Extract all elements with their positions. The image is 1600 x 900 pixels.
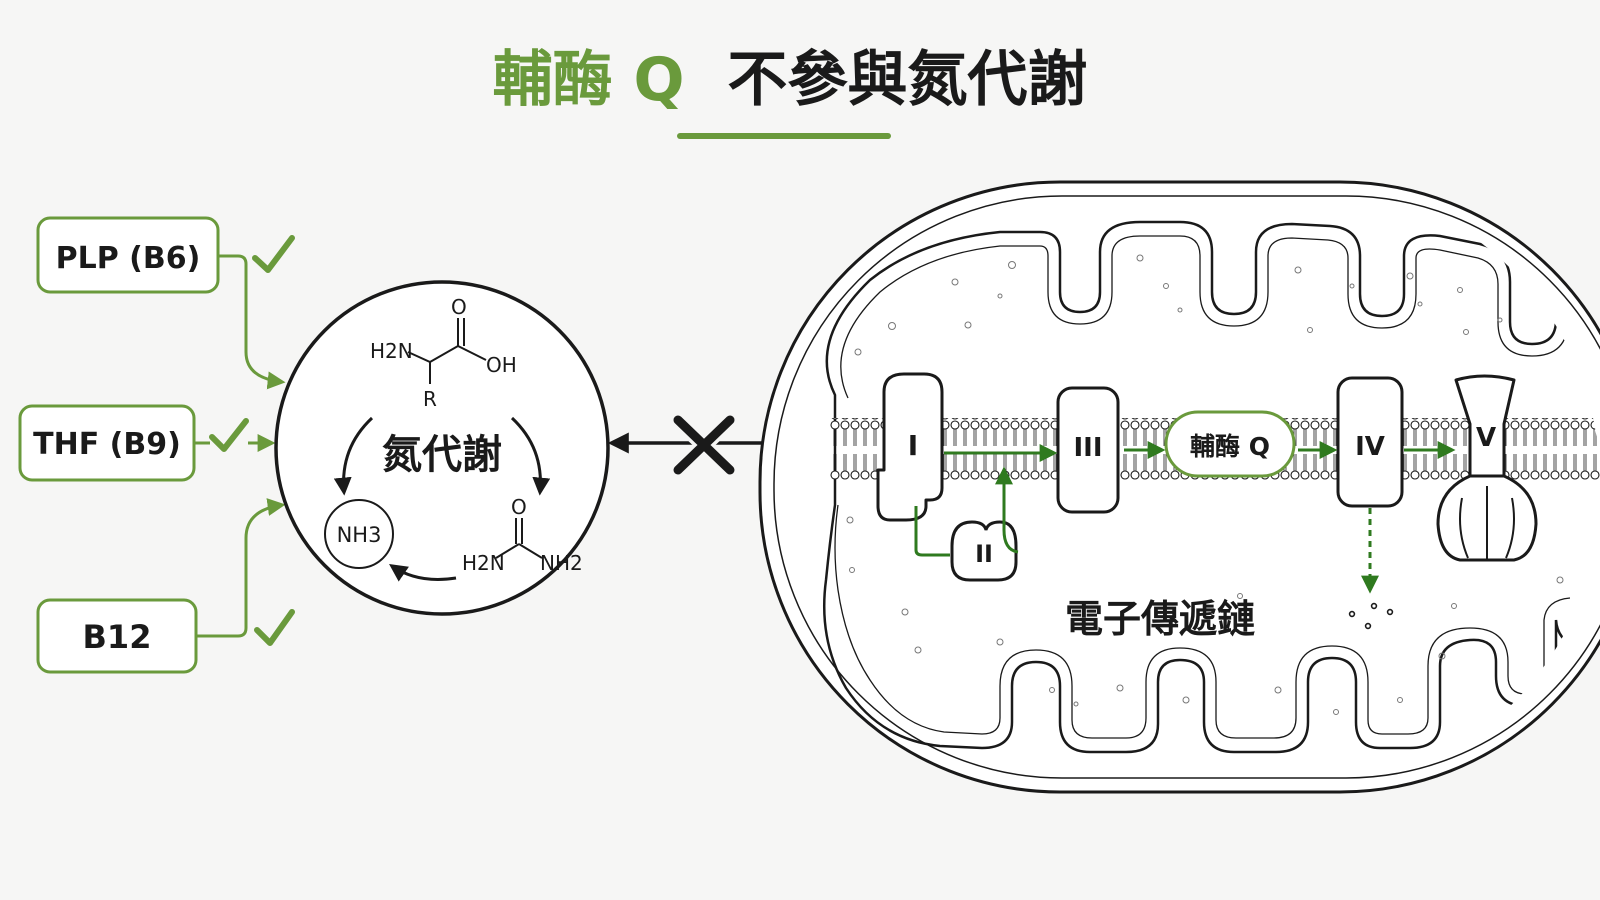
cofactor-label: B12 — [83, 618, 152, 656]
inner-membrane-inner-line — [840, 235, 1569, 399]
etc-label: 電子傳遞鏈 — [1065, 597, 1255, 641]
complex-label: I — [908, 429, 918, 462]
outer-membrane — [758, 180, 1600, 794]
reaction-dots — [1348, 602, 1394, 630]
title-rest: 不參與氮代謝 — [727, 45, 1087, 115]
cofactor-label: PLP (B6) — [56, 241, 201, 276]
amino-acid-structure: H2N O OH R — [370, 295, 517, 411]
check-icon — [209, 418, 249, 452]
mitochondrion: I II III 輔酶 Q IV V — [758, 180, 1600, 794]
complex-label: II — [975, 540, 993, 568]
cycle-label: 氮代謝 — [382, 432, 502, 478]
ammonia-circle — [324, 499, 394, 569]
complex-v-atp-synthase: V — [1436, 374, 1538, 562]
complex-label: III — [1073, 433, 1102, 463]
check-icon — [252, 235, 295, 273]
complex-ii: II — [950, 520, 1018, 582]
urea-right-amine-label: NH2 — [540, 551, 583, 575]
urea-structure: O H2N NH2 — [462, 495, 583, 575]
cofactor-label: THF (B9) — [33, 427, 181, 462]
complex-iii: III — [1056, 386, 1120, 514]
cycle-arrow-bottom — [389, 563, 457, 582]
coq-label: 輔酶 Q — [1190, 432, 1270, 461]
cycle-arrow-left — [333, 416, 374, 496]
urea-carbonyl-label: O — [511, 495, 527, 519]
cofactor-thf: THF (B9) — [18, 404, 272, 482]
cofactor-connector — [196, 498, 286, 638]
complex-i: I — [876, 372, 944, 522]
electron-flow — [914, 441, 1456, 594]
outer-membrane-inner-line — [773, 195, 1600, 779]
coenzyme-q: 輔酶 Q — [1164, 410, 1296, 478]
title-highlight: 輔酶 Q — [493, 45, 685, 115]
nitrogen-metabolism-cycle: H2N O OH R 氮代謝 NH3 O H2N NH2 — [274, 280, 610, 616]
amine-label: H2N — [370, 339, 413, 363]
cofactor-b12: B12 — [36, 498, 295, 674]
complex-label: V — [1476, 423, 1496, 453]
check-icon — [254, 609, 295, 646]
side-chain-label: R — [423, 387, 437, 411]
inner-membrane-lower-inner-line — [834, 504, 1571, 739]
matrix-granules — [846, 254, 1564, 715]
cycle-arrow-right — [510, 416, 551, 496]
page-title: 輔酶 Q 不參與氮代謝 — [493, 45, 1088, 139]
complex-label: IV — [1355, 432, 1385, 462]
cofactor-connector — [218, 254, 286, 390]
carbonyl-label: O — [451, 295, 467, 319]
complex-iv: IV — [1336, 376, 1404, 508]
urea-left-amine-label: H2N — [462, 551, 505, 575]
svg-text:輔酶 Q 不參與氮代謝: 輔酶 Q 不參與氮代謝 — [493, 45, 1088, 115]
ammonia-label: NH3 — [337, 523, 382, 547]
cofactor-plp: PLP (B6) — [36, 216, 295, 390]
x-icon — [670, 412, 738, 478]
hydroxyl-label: OH — [486, 353, 517, 377]
